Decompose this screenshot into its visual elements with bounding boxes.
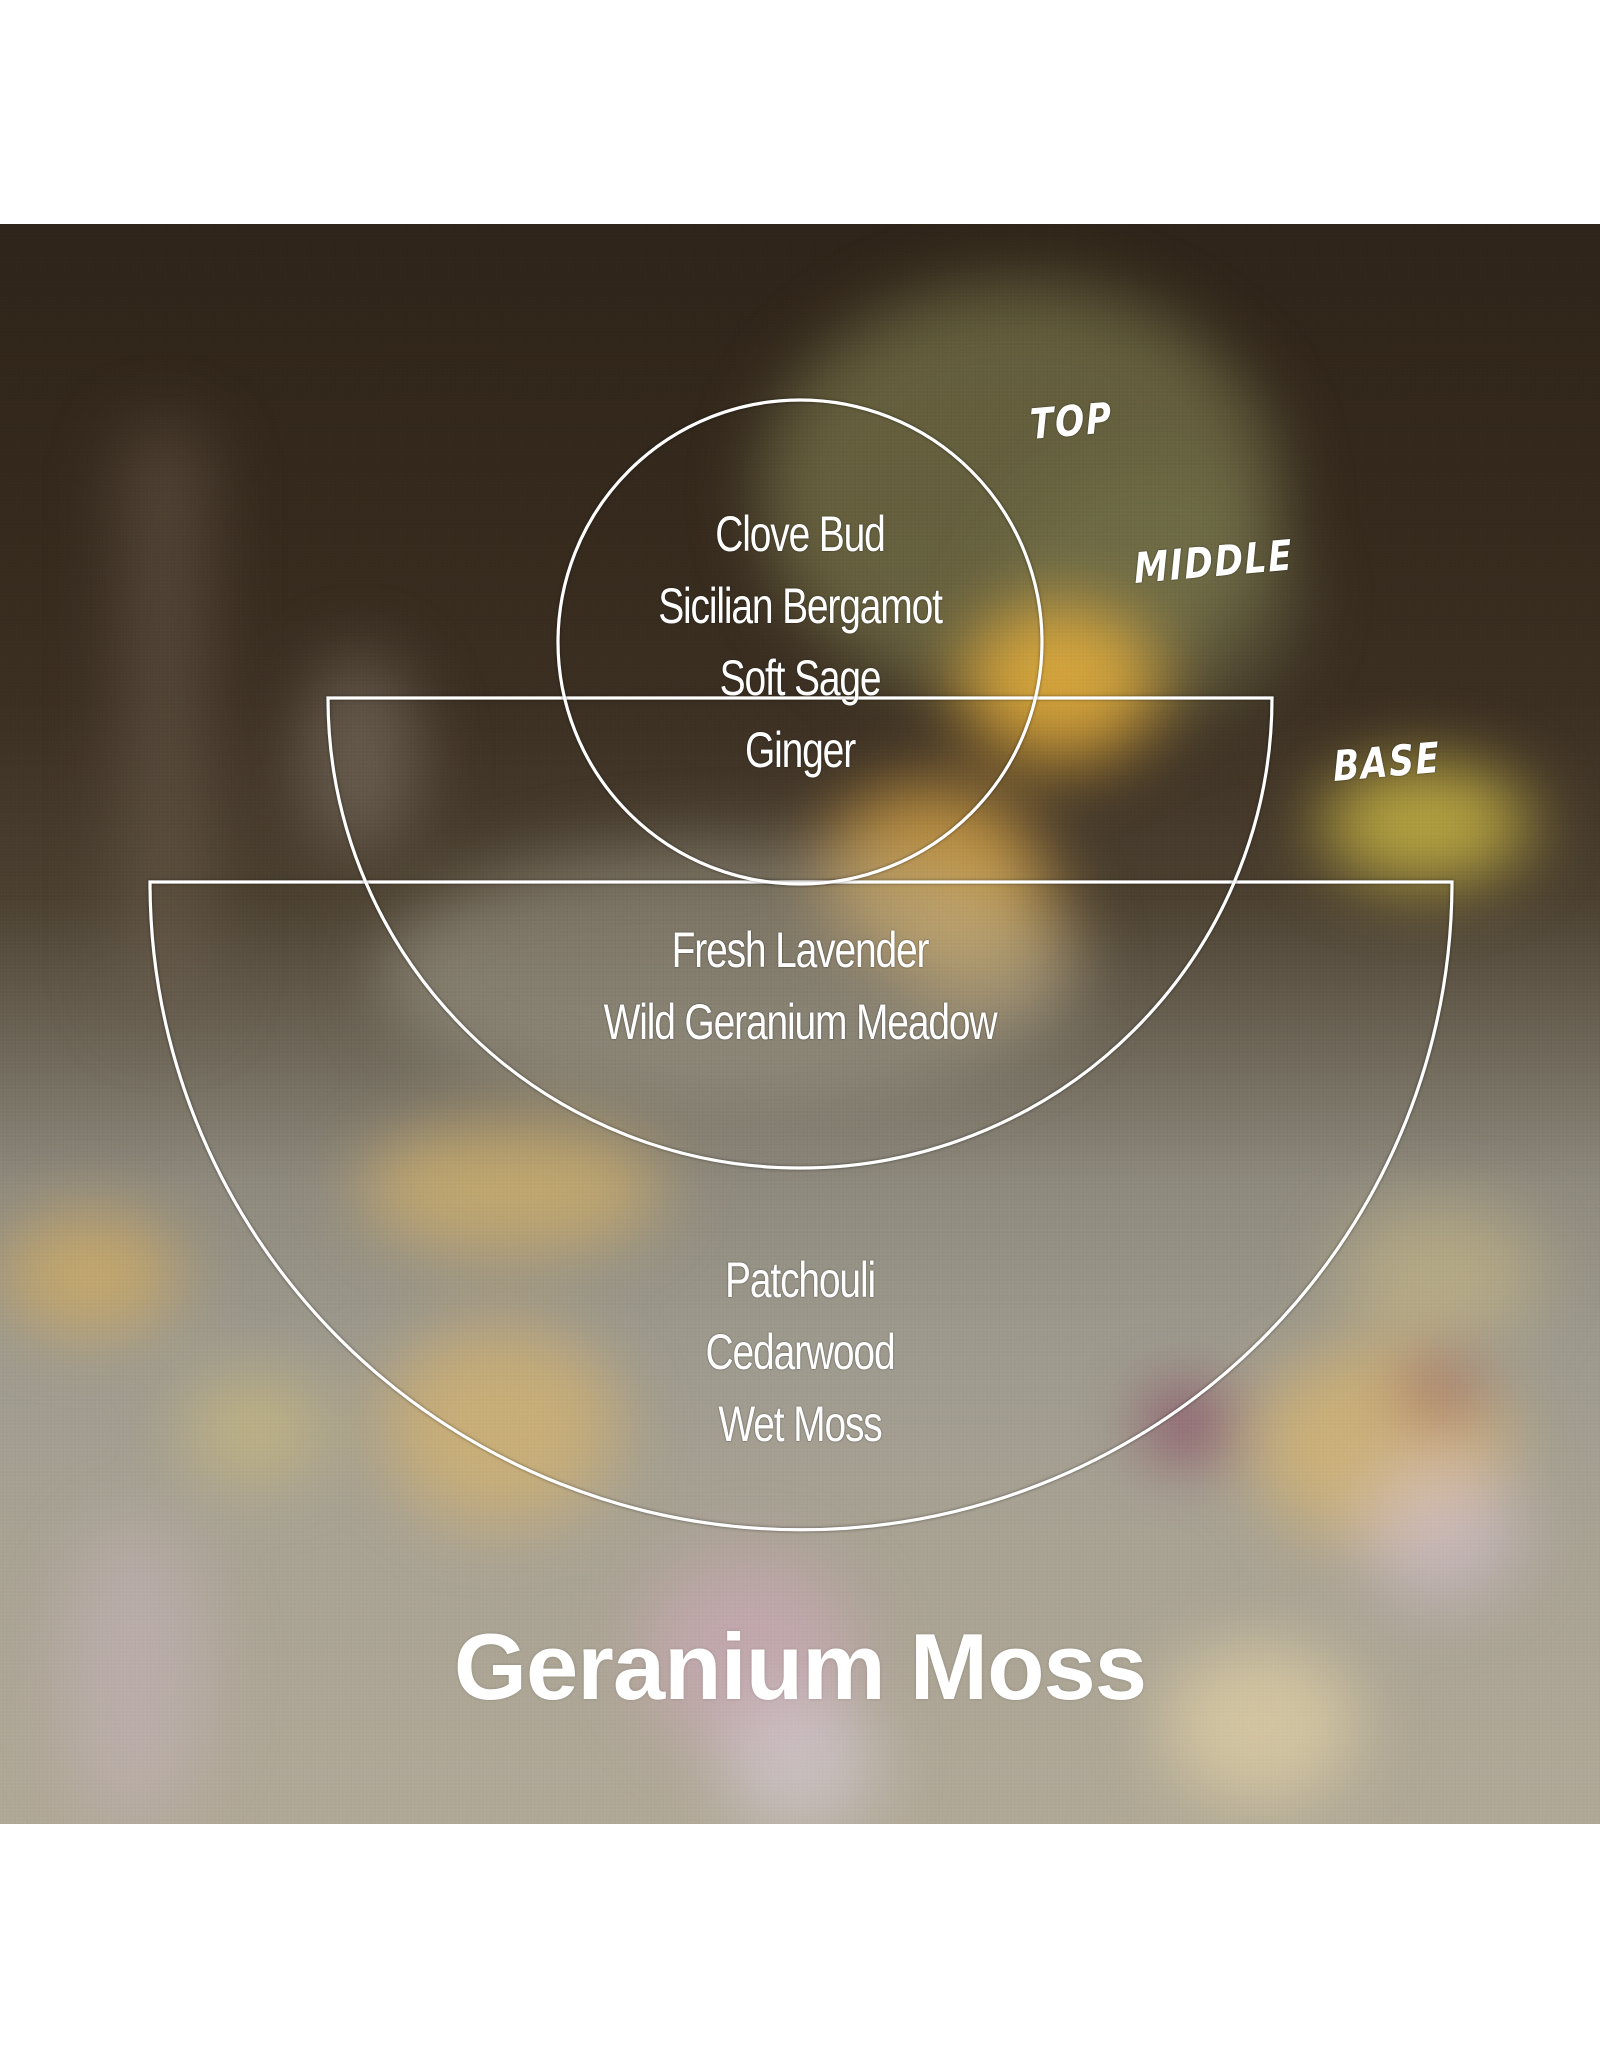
base-note: Wet Moss: [718, 1396, 882, 1452]
top-note: Clove Bud: [715, 506, 886, 562]
top-note: Ginger: [744, 722, 856, 778]
top-note: Sicilian Bergamot: [658, 578, 943, 634]
base-note: Cedarwood: [705, 1324, 896, 1380]
photo-bokeh: [0, 224, 1600, 1824]
base-tier-outline: [148, 880, 1454, 1532]
background-photo: [0, 224, 1600, 1824]
top-note: Soft Sage: [719, 650, 882, 706]
photo-grain: [0, 224, 1600, 1824]
middle-note: Wild Geranium Meadow: [603, 994, 998, 1050]
base-notes-list: Patchouli Cedarwood Wet Moss: [0, 1244, 1600, 1460]
product-title: Geranium Moss: [453, 1614, 1147, 1719]
middle-notes-list: Fresh Lavender Wild Geranium Meadow: [0, 914, 1600, 1058]
top-notes-list: Clove Bud Sicilian Bergamot Soft Sage Gi…: [0, 498, 1600, 786]
middle-note: Fresh Lavender: [671, 922, 930, 978]
base-tier-label: BASE: [1331, 732, 1442, 791]
base-note: Patchouli: [725, 1252, 876, 1308]
middle-tier-outline: [326, 696, 1274, 1170]
top-tier-outline: [556, 398, 1044, 886]
top-tier-label: TOP: [1028, 393, 1115, 449]
